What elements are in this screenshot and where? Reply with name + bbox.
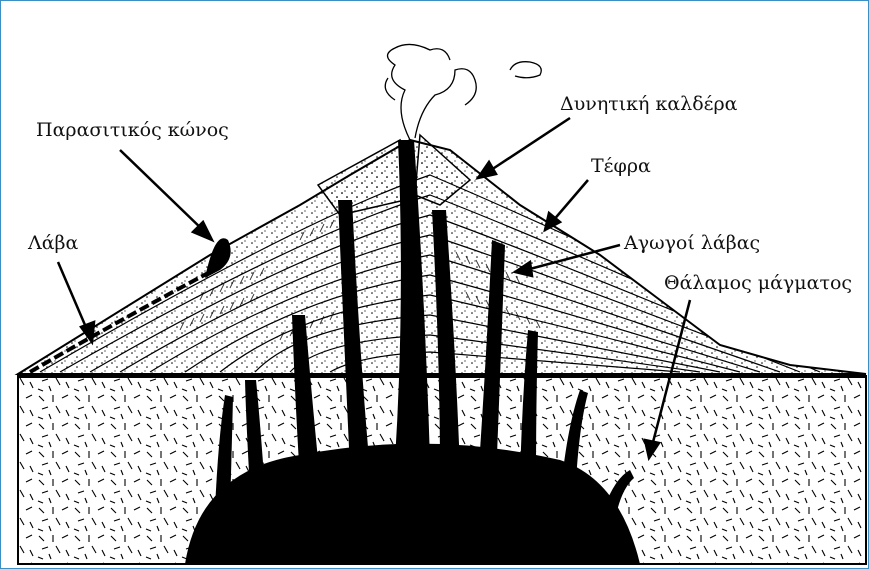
label-ash: Τέφρα xyxy=(591,157,651,176)
label-lava: Λάβα xyxy=(28,234,78,253)
label-lava-conduits: Αγωγοί λάβας xyxy=(624,234,760,253)
smoke-plume xyxy=(385,44,541,140)
label-parasitic-cone: Παρασιτικός κώνος xyxy=(36,121,229,140)
label-caldera: Δυνητική καλδέρα xyxy=(560,95,738,114)
label-magma-chamber: Θάλαμος μάγματος xyxy=(664,274,852,293)
